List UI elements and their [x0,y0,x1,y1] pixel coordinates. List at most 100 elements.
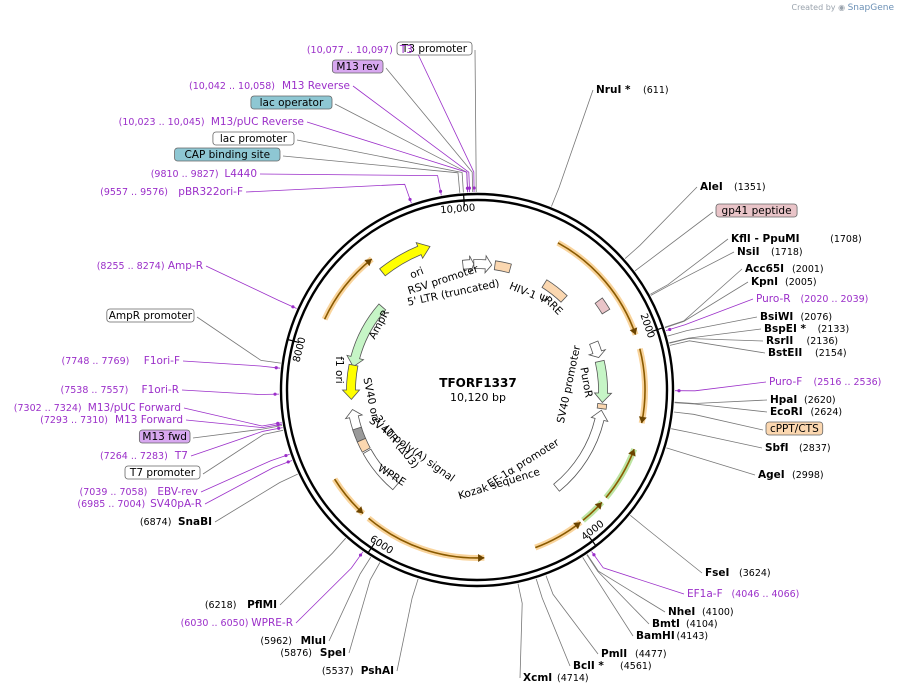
enzyme-label: BamHI [636,630,675,642]
position-label: (4046 .. 4066) [732,589,800,600]
enzyme-label: Acc65I [745,263,784,275]
position-label: (2076) [801,312,833,323]
leader-line [296,139,464,193]
leader-line [352,85,470,193]
enzyme-label: EcoRI [770,406,803,418]
leader-line [183,407,282,427]
feature-rsv-promoter [461,255,475,273]
feature-puror [593,359,613,404]
leader-line [674,399,768,404]
position-label: (2516 .. 2536) [814,377,882,388]
leader-line [650,238,729,295]
position-label: (6985 .. 7004) [77,499,145,510]
primer-label: EBV-rev [157,486,198,498]
feature-box-label: lac promoter [220,133,288,145]
feature-box [212,131,295,146]
backbone-inner [285,198,669,582]
credit-brand: SnapGene [847,3,894,13]
position-label: (7538 .. 7557) [61,385,129,396]
feature-box [106,308,195,323]
feature-label: SV40 promoter [555,344,583,425]
enzyme-label: NheI [668,606,695,618]
position-label: (6218) [205,600,237,611]
enzyme-label: BmtI [652,618,680,630]
leader-line [671,428,763,449]
leader-line [282,155,461,193]
leader-line [328,556,372,642]
primer-label: pBR322ori-F [178,186,243,198]
position-label: (1718) [771,247,803,258]
feature-box-label: M13 fwd [142,431,187,443]
leader-line [674,381,767,392]
leader-line [665,298,754,331]
primer-marker [465,186,470,190]
orf-arc-green [582,501,603,521]
enzyme-label: KpnI [751,276,778,288]
feature-sv40-promoter [587,340,607,358]
leader-line [306,121,468,193]
ring-tick [462,193,466,207]
primer-marker [284,453,288,458]
feature-box [124,465,201,480]
leader-line [586,554,666,613]
position-label: (10,023 .. 10,045) [119,117,205,128]
feature-wpre [362,448,400,491]
position-label: (5876) [280,648,312,659]
enzyme-label: KflI - PpuMI [731,233,800,245]
enzyme-label: BclI * [573,660,604,672]
primer-label: EF1a-F [687,588,723,600]
orf-arc-head [364,259,372,267]
enzyme-label: PmlI [601,648,627,660]
leader-line [586,554,650,625]
primer-label: Puro-R [756,293,791,305]
position-label: (2837) [799,443,831,454]
enzyme-label: FseI [705,567,729,579]
orf-arc-green-head [594,502,602,510]
leader-line [582,557,634,637]
feature-5-ltr-truncated- [473,254,493,274]
feature-box [138,429,191,444]
feature-box-label: lac operator [260,97,324,109]
primer-label: L4440 [224,168,257,180]
feature-box-label: cPPT/CTS [770,423,819,435]
enzyme-label: NsiI [737,246,760,258]
ring-tick [651,326,664,333]
leader-line [279,537,346,606]
position-label: (8255 .. 8274) [97,261,165,272]
orf-arc-head [573,522,581,530]
orf-arc [323,258,373,320]
position-label: (2020 .. 2039) [801,294,869,305]
position-label: (3624) [739,568,771,579]
leader-line [674,402,768,413]
primer-marker [668,327,672,332]
credit: Created by ◉ SnapGene [792,3,895,13]
primer-marker [273,392,277,396]
feature-box-label: T7 promoter [129,467,196,479]
position-label: (4561) [620,661,652,672]
primer-marker [592,553,596,557]
leader-line [650,251,735,296]
position-label: (2005) [785,277,817,288]
snapgene-logo-icon: ◉ [838,3,846,12]
position-label: (7039 .. 7058) [80,487,148,498]
feature-box-label: T3 promoter [401,43,468,55]
feature-box [765,421,824,436]
primer-marker [277,426,281,430]
position-label: (7302 .. 7324) [14,403,82,414]
leader-line [205,265,297,309]
position-label: (611) [643,85,669,96]
feature-box-label: CAP binding site [184,149,270,161]
position-label: (7748 .. 7769) [62,356,130,367]
enzyme-label: RsrII [766,335,793,347]
feature-box [331,59,384,74]
position-label: (4143) [677,631,709,642]
enzyme-label: AgeI [758,469,785,481]
leader-line [624,186,698,259]
primer-marker [286,460,290,464]
enzyme-label: BstEII [768,347,802,359]
feature-box-label: gp41 peptide [722,205,792,217]
ring-tick [366,542,376,555]
feature-arrows [341,241,613,492]
leader-line [192,425,283,439]
